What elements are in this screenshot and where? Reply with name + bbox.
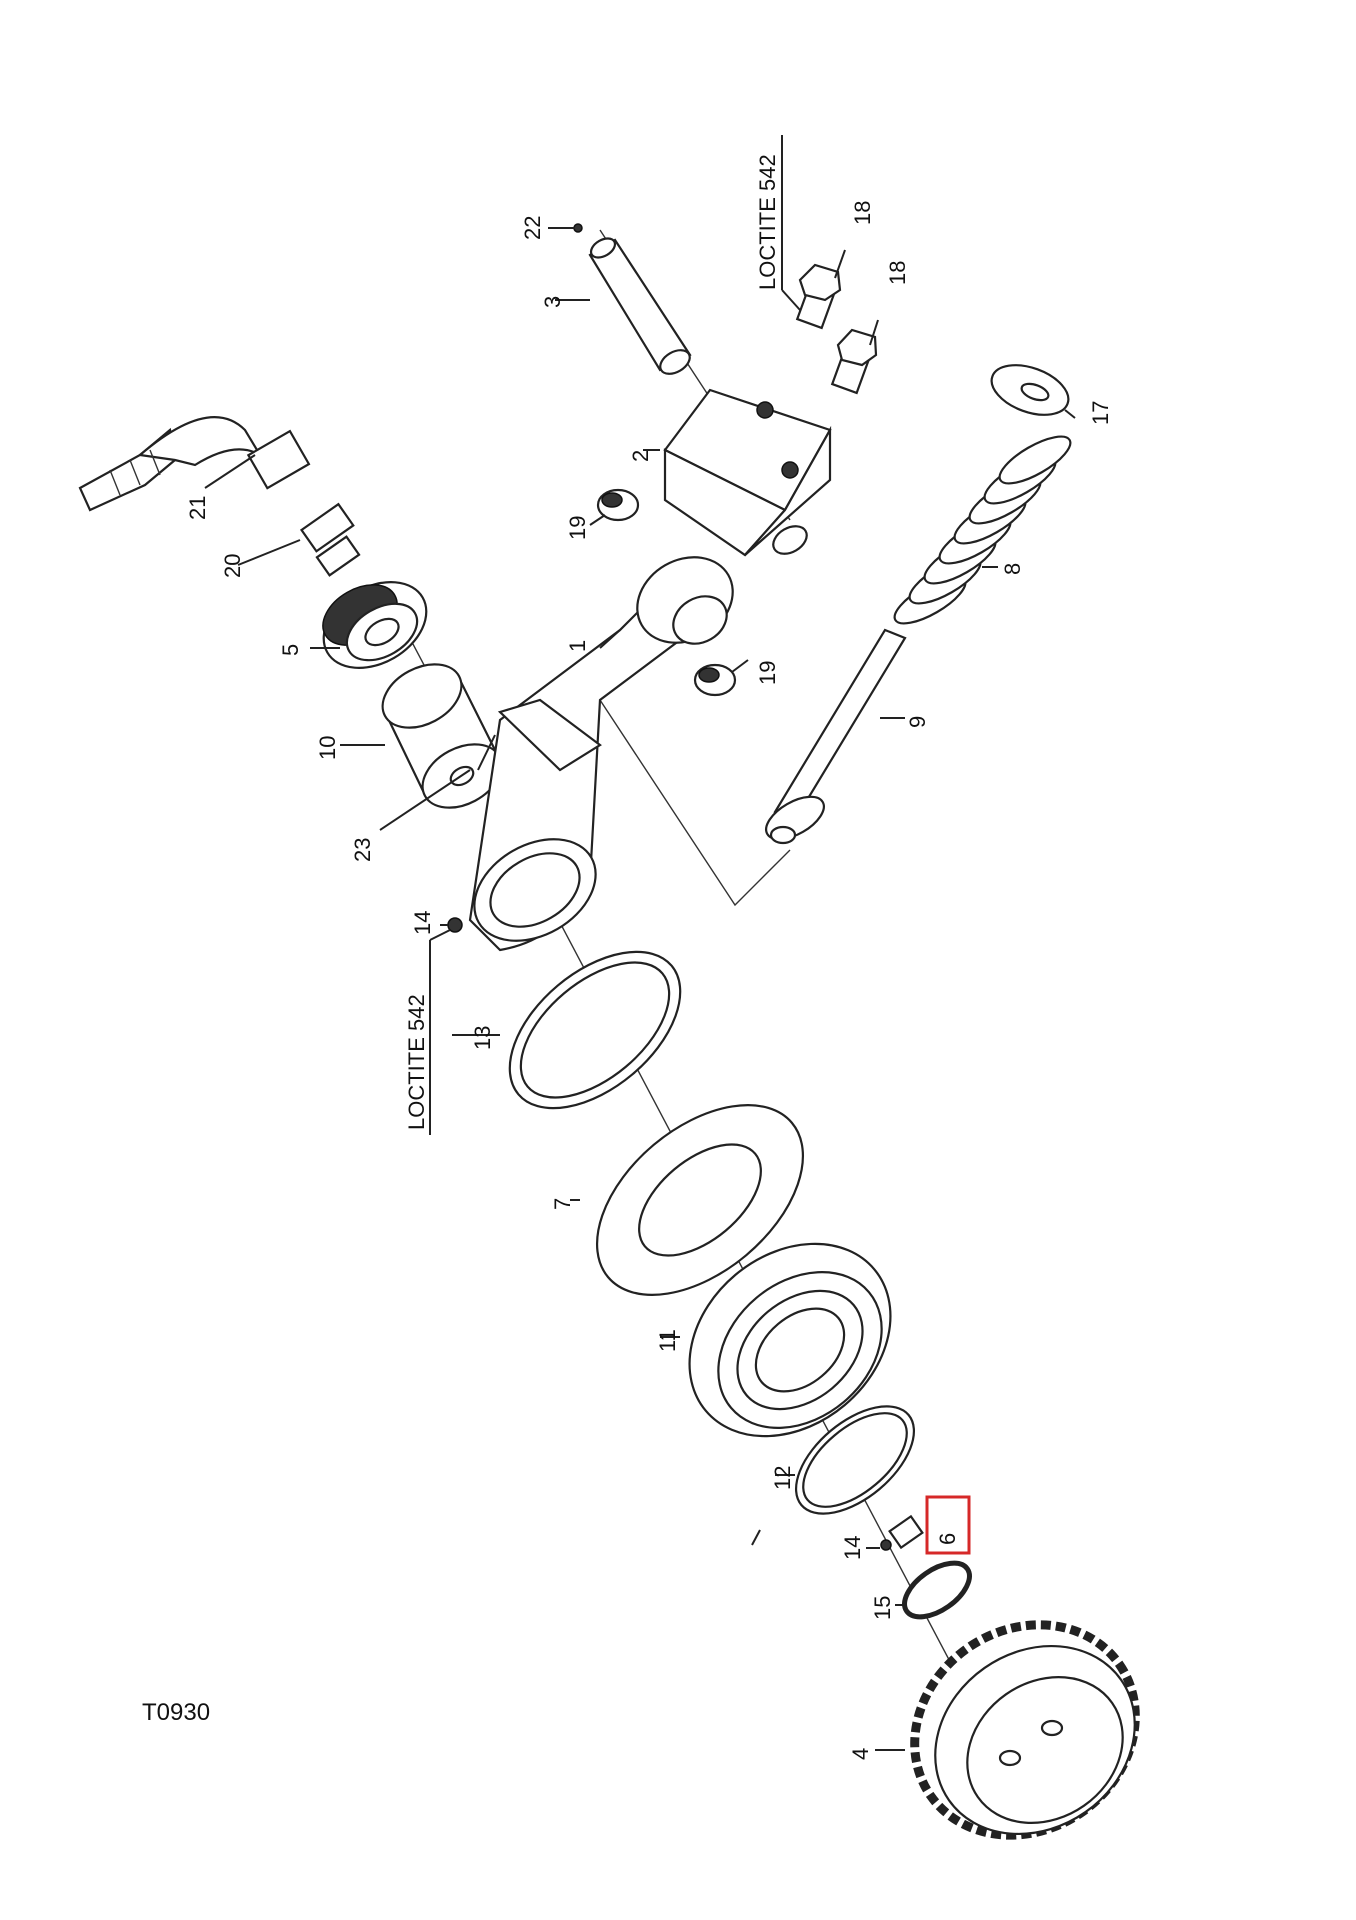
part-20-fitting [299,502,361,577]
callout-15: 15 [870,1596,895,1620]
callout-11: 11 [655,1329,680,1352]
part-23-pin [477,734,496,771]
callout-1: 1 [565,640,590,652]
callout-21: 21 [185,496,210,520]
callout-19-right: 19 [755,661,780,685]
part-5-threaded-cap [322,581,428,669]
callout-9: 9 [905,716,930,728]
note-loctite-top-text: LOCTITE 542 [755,154,780,290]
callout-8: 8 [1000,563,1025,575]
part-15-o-ring [902,1560,972,1620]
part-3-pin [588,237,692,375]
leader-lines [204,227,1076,1751]
part-11-bearing [688,1242,892,1438]
part-1-arm-body [468,556,734,952]
callout-10: 10 [315,736,340,760]
callout-22: 22 [520,216,545,240]
callout-12: 12 [770,1466,795,1490]
part-2-block [663,388,832,557]
part-7-thrust-washer [595,1104,805,1296]
callout-20: 20 [220,554,245,578]
part-8-spring [893,435,1072,625]
note-loctite-top: LOCTITE 542 [755,135,801,311]
part-22-screw [573,223,583,233]
callout-14-upper: 14 [410,911,435,935]
callout-13: 13 [470,1026,495,1050]
part-18-bolts [795,263,878,395]
callout-14-lower: 14 [840,1536,865,1560]
callouts: 1 2 3 4 5 6 7 8 9 10 11 12 13 14 14 15 1… [185,201,1113,1760]
callout-6: 6 [935,1533,960,1545]
part-13-retaining-ring [508,950,682,1110]
part-6-key [888,1514,924,1550]
callout-3: 3 [540,296,565,308]
callout-18-top: 18 [850,201,875,225]
callout-4: 4 [848,1748,873,1760]
highlight-box-callout-6 [925,1495,971,1555]
part-19-bushings [596,488,737,697]
callout-5: 5 [278,644,303,656]
callout-18-bottom: 18 [885,261,910,285]
callout-2: 2 [628,450,653,462]
callout-7: 7 [550,1198,575,1210]
drawing-id: T0930 [142,1699,210,1726]
part-17-washer [990,364,1070,416]
note-loctite-left: LOCTITE 542 [404,929,451,1135]
part-14-screw-upper [447,917,463,933]
note-loctite-left-text: LOCTITE 542 [404,994,429,1130]
callout-19-left: 19 [565,516,590,540]
part-12-snap-ring [794,1405,916,1515]
part-9-rod [765,628,907,845]
part-4-gear-wheel [910,1620,1140,1840]
part-14-screw-lower [880,1539,892,1551]
callout-23: 23 [350,838,375,862]
callout-17: 17 [1088,401,1113,425]
part-21-hose [78,416,311,512]
